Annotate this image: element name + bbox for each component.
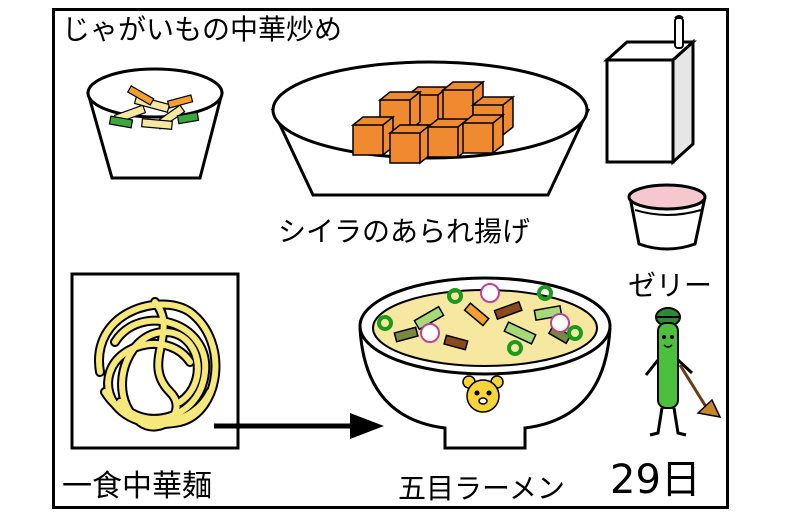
noodle-bundle-icon [70, 272, 240, 450]
right-arrow-icon [214, 413, 384, 439]
vegetable-mascot-icon [644, 307, 722, 437]
dish-label-potato-stirfry: じゃがいもの中華炒め [62, 13, 343, 46]
date-label: 29日 [610, 457, 701, 503]
fried-fish-plate-icon [270, 60, 591, 197]
dish-label-jelly: ゼリー [628, 269, 713, 302]
potato-stirfry-bowl-icon [86, 67, 224, 180]
dish-label-mahi-fry: シイラのあられ揚げ [278, 215, 531, 248]
jelly-cup-icon [627, 183, 707, 251]
dish-label-noodles: 一食中華麺 [62, 469, 212, 504]
ramen-bowl-icon [358, 276, 612, 450]
dish-label-ramen: 五目ラーメン [398, 472, 565, 505]
milk-carton-icon [603, 15, 697, 166]
